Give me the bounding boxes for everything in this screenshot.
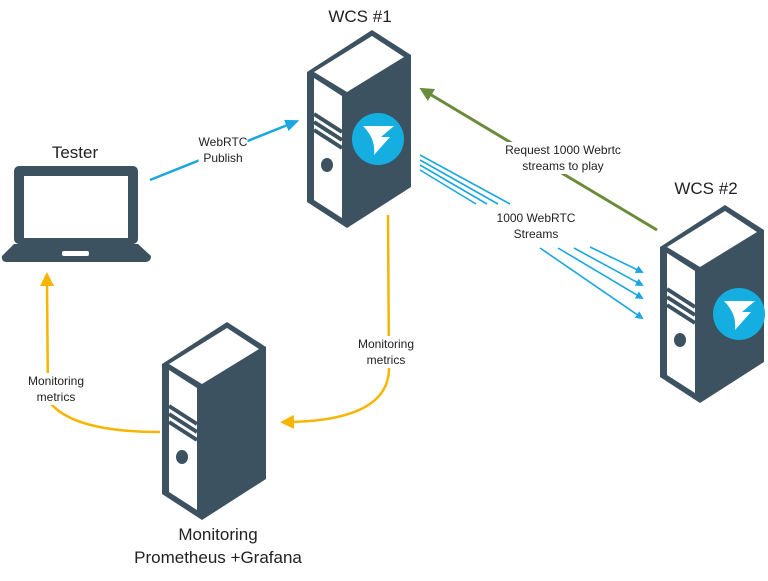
- flashphoner-logo-icon: [713, 288, 765, 340]
- streams-arrows: [419, 154, 644, 320]
- monitoring-title: Monitoring: [178, 524, 258, 546]
- label-line: 1000 WebRTC: [496, 211, 576, 225]
- label-line: metrics: [36, 390, 76, 404]
- label-line: streams to play: [522, 159, 604, 173]
- label-line: Streams: [513, 227, 559, 241]
- label-line: Monitoring: [27, 374, 85, 388]
- flashphoner-logo-icon: [352, 113, 404, 165]
- metrics-tester-arrow: [40, 272, 161, 434]
- laptop-icon: [1, 166, 151, 262]
- label-line: metrics: [366, 353, 406, 367]
- metrics-tester-label: Monitoring metrics: [27, 373, 85, 405]
- label-line: WebRTC: [198, 135, 248, 149]
- label-line: Request 1000 Webrtc: [505, 143, 621, 157]
- wcs1-server-icon: [305, 28, 413, 230]
- label-line: Publish: [203, 151, 243, 165]
- monitoring-subtitle: Prometheus +Grafana: [134, 547, 302, 569]
- streams-label: 1000 WebRTC Streams: [496, 210, 576, 242]
- metrics-wcs-arrow: [280, 214, 391, 429]
- label-line: Monitoring: [357, 337, 415, 351]
- wcs2-server-icon: [658, 203, 766, 405]
- publish-label: WebRTC Publish: [198, 134, 248, 166]
- wcs2-title: WCS #2: [674, 178, 738, 200]
- metrics-wcs-label: Monitoring metrics: [357, 336, 415, 368]
- tester-title: Tester: [51, 142, 99, 164]
- wcs1-title: WCS #1: [328, 6, 392, 28]
- request-label: Request 1000 Webrtc streams to play: [505, 142, 621, 174]
- monitoring-server-icon: [160, 320, 268, 522]
